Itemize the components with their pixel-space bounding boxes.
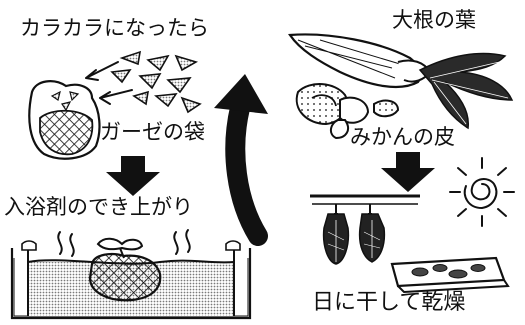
motion-arrows: [85, 61, 133, 105]
mandarin-peel-drawing: [295, 83, 400, 140]
down-arrow-icon: [381, 152, 435, 192]
drying-rack-drawing: [310, 194, 420, 265]
mandarin-peel-label: みかんの皮: [350, 125, 455, 149]
bath-salt-done-label: 入浴剤のでき上がり: [4, 195, 193, 219]
gauze-bag-drawing: [28, 80, 101, 160]
drying-tray-drawing: [390, 256, 510, 294]
dried-state-label: カラカラになったら: [20, 16, 209, 40]
down-arrow-icon: [106, 156, 160, 196]
radish-leaves-drawing: [288, 33, 514, 130]
gauze-bag-label: ガーゼの袋: [100, 120, 205, 144]
sun-dry-label: 日に干して乾燥: [312, 290, 466, 315]
bag-in-bath-drawing: [88, 237, 162, 302]
radish-leaves-label: 大根の葉: [392, 8, 476, 32]
steam-icon: [57, 229, 191, 257]
sun-icon: [449, 157, 515, 227]
dried-flakes-drawing: [110, 50, 202, 114]
up-arrow-icon: [214, 74, 268, 246]
